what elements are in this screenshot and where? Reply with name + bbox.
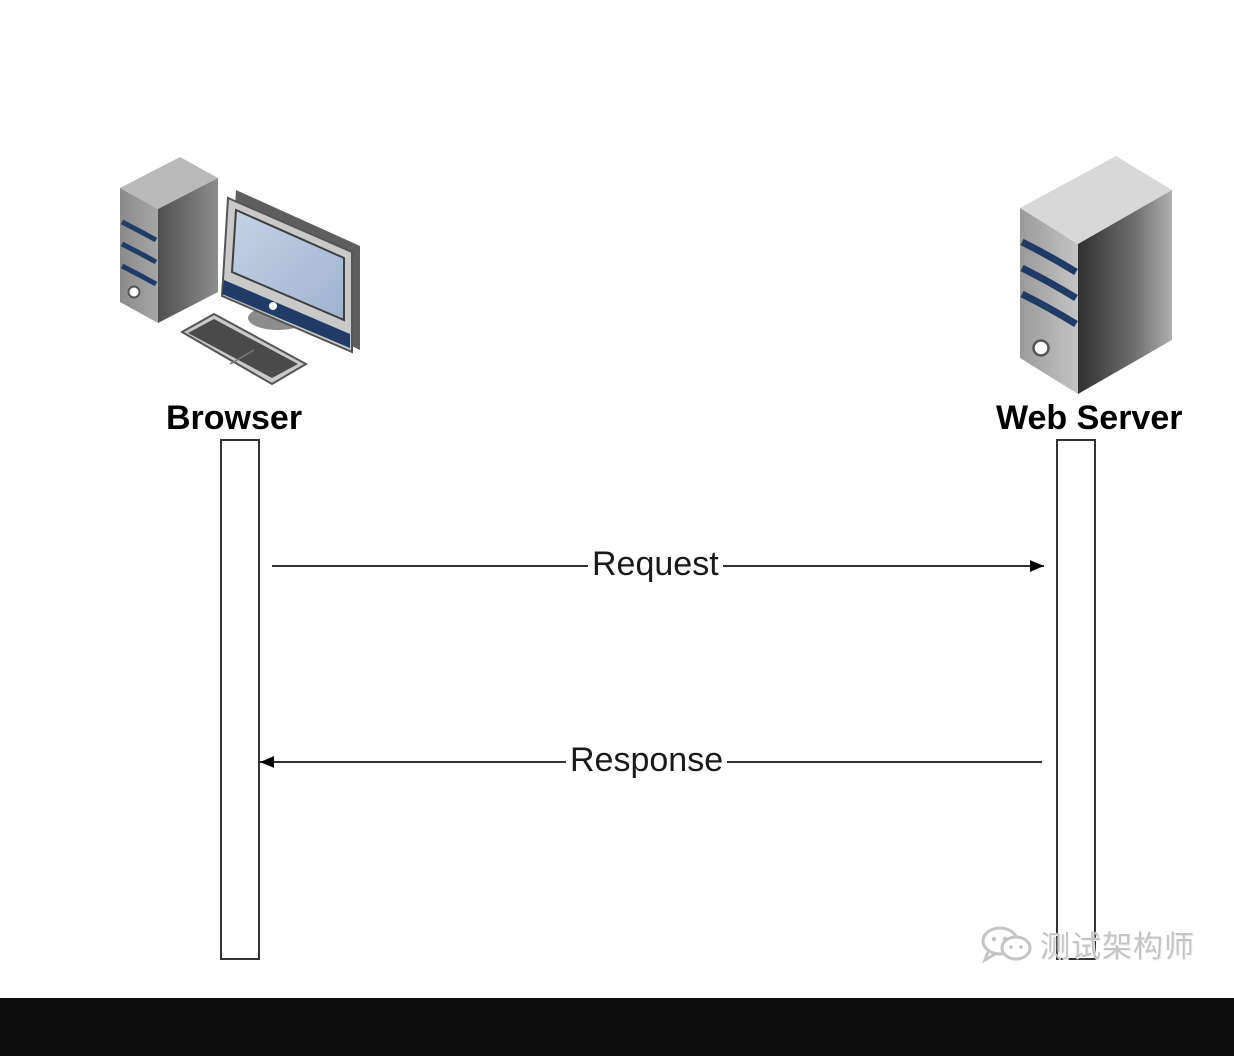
watermark-text: 测试架构师: [1040, 930, 1195, 965]
web-server-lifeline: [1056, 439, 1096, 960]
browser-lifeline: [220, 439, 260, 960]
server-tower-icon: [1020, 156, 1172, 394]
bottom-bar: [0, 998, 1234, 1056]
watermark: 测试架构师: [980, 922, 1195, 966]
web-server-label: Web Server: [996, 399, 1183, 437]
response-label: Response: [566, 743, 728, 777]
wechat-icon: [981, 926, 1032, 964]
request-label: Request: [588, 547, 723, 581]
diagram-graphics: [120, 156, 1172, 960]
browser-label: Browser: [166, 399, 303, 437]
desktop-computer-icon: [120, 157, 360, 386]
sequence-diagram: Browser Web Server Request Response 测试架构…: [120, 156, 1195, 966]
